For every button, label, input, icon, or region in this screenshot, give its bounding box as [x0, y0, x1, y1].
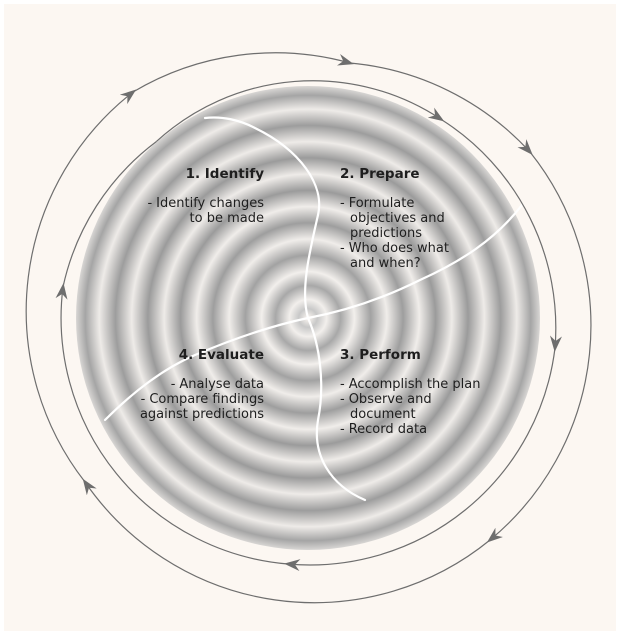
list-item: -Compare findings: [104, 392, 264, 407]
list-item: -Observe and: [340, 392, 510, 407]
quadrant-list: -Formulate objectives and predictions -W…: [340, 196, 480, 271]
quadrant-list: -Accomplish the plan -Observe and docume…: [340, 377, 510, 437]
list-item-continuation: and when?: [340, 256, 480, 271]
list-item: -Identify changes: [124, 196, 264, 211]
list-item: -Formulate: [340, 196, 480, 211]
list-item: -Analyse data: [104, 377, 264, 392]
list-item: -Who does what: [340, 241, 480, 256]
quadrant-title: 2. Prepare: [340, 167, 480, 182]
quadrant-title: 1. Identify: [124, 167, 264, 182]
list-item-continuation: document: [340, 407, 510, 422]
list-item-continuation: objectives and: [340, 211, 480, 226]
quadrant-title: 3. Perform: [340, 348, 510, 363]
quadrant-evaluate: 4. Evaluate -Analyse data -Compare findi…: [104, 348, 264, 422]
list-item-continuation: to be made: [124, 211, 264, 226]
list-item: -Accomplish the plan: [340, 377, 510, 392]
quadrant-perform: 3. Perform -Accomplish the plan -Observe…: [340, 348, 510, 437]
quadrant-title: 4. Evaluate: [104, 348, 264, 363]
list-item-continuation: against predictions: [104, 407, 264, 422]
list-item-continuation: predictions: [340, 226, 480, 241]
quadrant-list: -Analyse data -Compare findings against …: [104, 377, 264, 422]
outer-arc-1: [133, 53, 350, 92]
quadrant-list: -Identify changes to be made: [124, 196, 264, 226]
list-item: -Record data: [340, 422, 510, 437]
quadrant-prepare: 2. Prepare -Formulate objectives and pre…: [340, 167, 480, 271]
quadrant-identify: 1. Identify -Identify changes to be made: [124, 167, 264, 226]
